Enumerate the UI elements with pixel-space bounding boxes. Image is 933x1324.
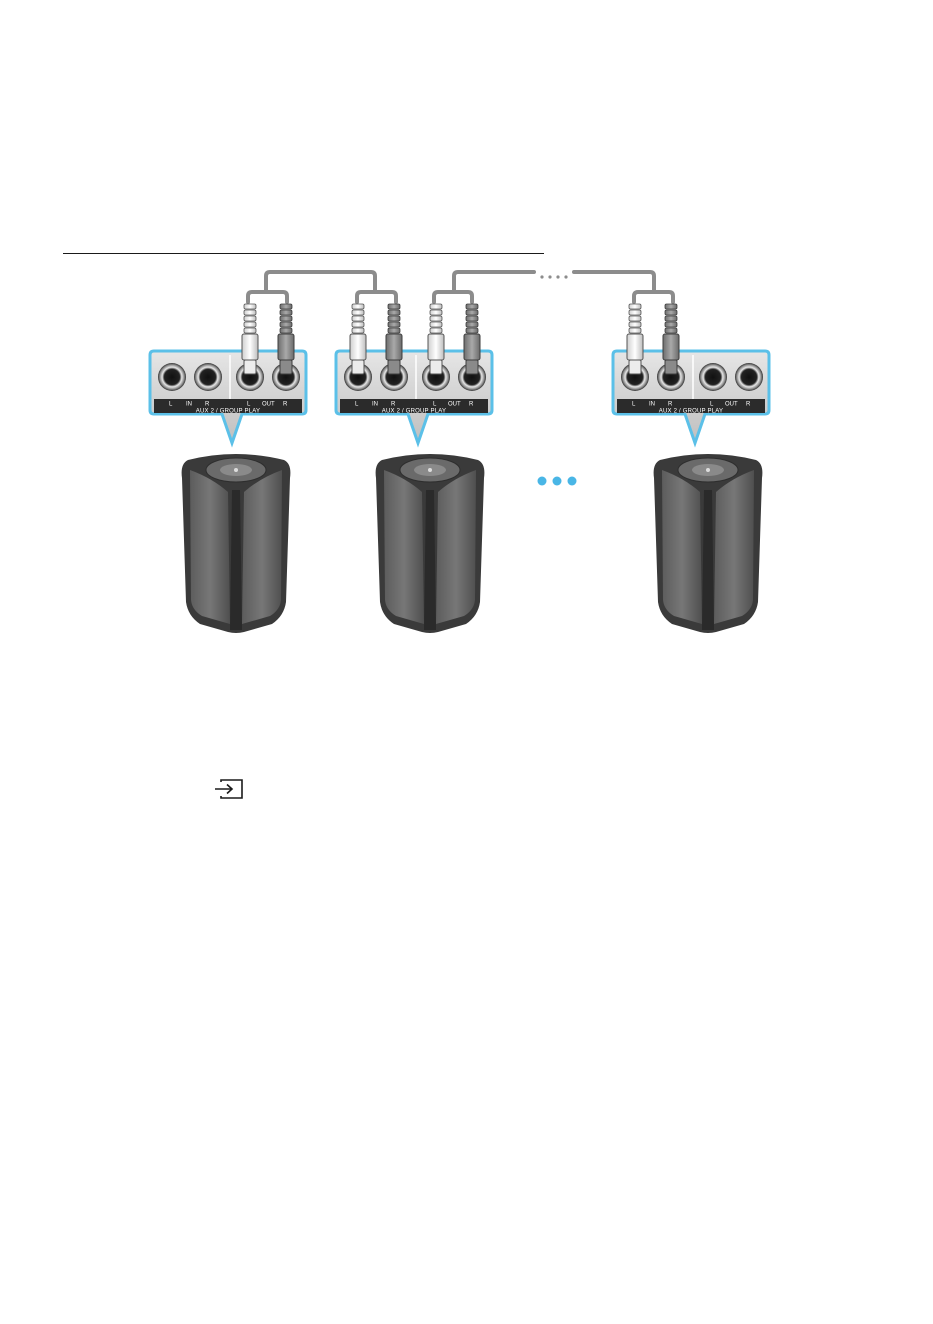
- rca-plug: [386, 304, 402, 374]
- speaker-group: [182, 454, 763, 633]
- group-in-label: IN: [372, 402, 378, 408]
- cable-break-dots: [540, 275, 567, 278]
- glyph-in-r: R: [205, 402, 210, 408]
- rca-plug: [627, 304, 643, 374]
- more-speakers-dots-icon: [538, 477, 577, 486]
- rca-plug: [242, 304, 258, 374]
- speaker: [654, 454, 763, 633]
- jack-out-right: [735, 363, 763, 391]
- cable-speaker2-to-speaker3: [434, 272, 673, 302]
- group-out-label: OUT: [725, 402, 738, 408]
- speaker: [182, 454, 291, 633]
- rca-plug: [350, 304, 366, 374]
- panel-label: AUX 2 / GROUP PLAY: [382, 409, 446, 415]
- input-source-icon: [213, 778, 245, 800]
- panel-label: AUX 2 / GROUP PLAY: [196, 409, 260, 415]
- rca-plug: [278, 304, 294, 374]
- jack-in-right: [194, 363, 222, 391]
- group-out-label: OUT: [448, 402, 461, 408]
- panel-label: AUX 2 / GROUP PLAY: [659, 409, 723, 415]
- jack-out-left: [699, 363, 727, 391]
- cable-speaker1-to-speaker2: [248, 272, 396, 302]
- glyph-in-r: R: [668, 402, 673, 408]
- rca-plug: [428, 304, 444, 374]
- glyph-out-r: R: [283, 402, 288, 408]
- group-in-label: IN: [186, 402, 192, 408]
- glyph-in-r: R: [391, 402, 396, 408]
- group-in-label: IN: [649, 402, 655, 408]
- rca-plug: [663, 304, 679, 374]
- jack-in-left: [158, 363, 186, 391]
- group-out-label: OUT: [262, 402, 275, 408]
- glyph-out-r: R: [746, 402, 751, 408]
- rca-plug: [464, 304, 480, 374]
- speaker: [376, 454, 485, 633]
- cable-group: [248, 272, 673, 302]
- glyph-out-r: R: [469, 402, 474, 408]
